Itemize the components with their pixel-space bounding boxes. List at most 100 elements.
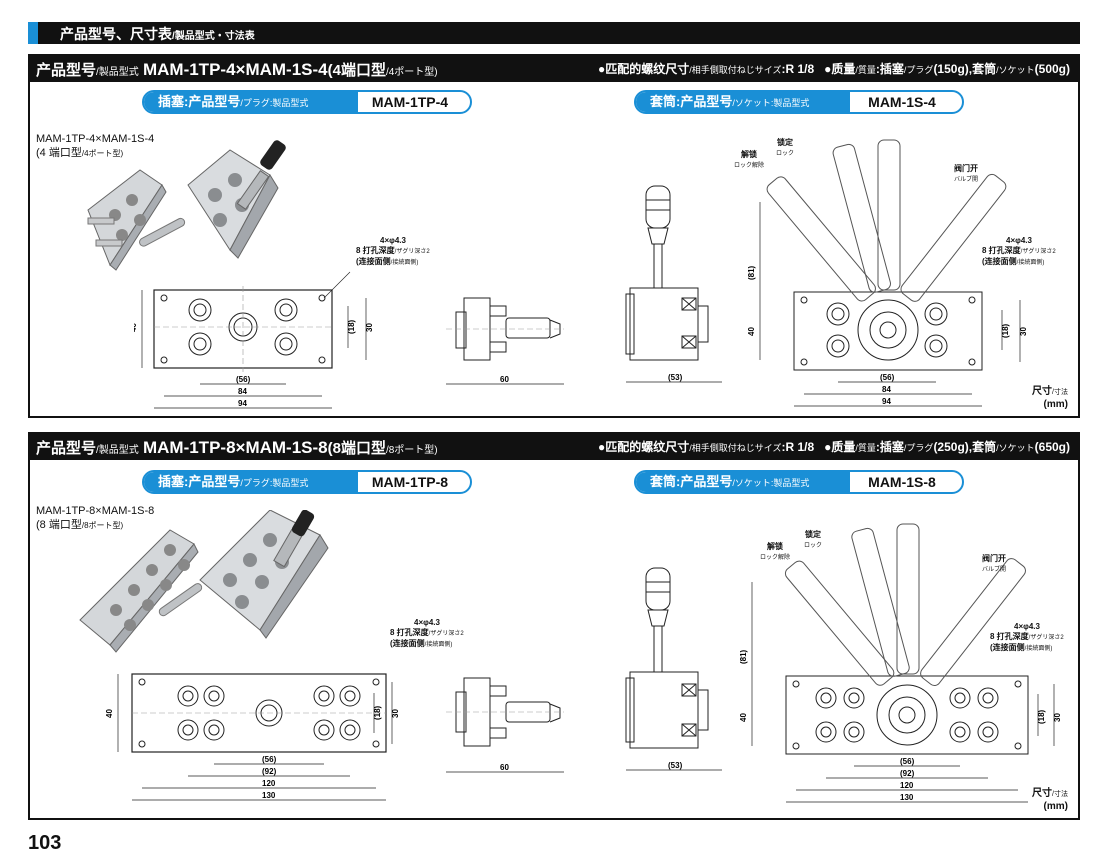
ports-cn: (4端口型 [327, 62, 386, 79]
socket-side-drawing: (53) [625, 185, 722, 383]
unit-cn: 尺寸 [1032, 386, 1053, 397]
photo-caption: MAM-1TP-8×MAM-1S-8 (8 端口型/8ポート型) [36, 504, 154, 533]
dim-92: (92) [262, 767, 277, 776]
dim-81: (81) [747, 265, 756, 280]
lever-open-label: 阀门开バルブ開 [982, 554, 1006, 575]
lever-lock-label: 锁定ロック [804, 530, 822, 551]
mass-socket-jp: /ソケット [996, 65, 1035, 75]
lever-lock-label: 锁定ロック [776, 138, 794, 159]
hole-note-socket-2-jp: /ザグリ深さ2 [1028, 635, 1064, 641]
model-name: MAM-1TP-8×MAM-1S-8 [142, 438, 328, 457]
title-jp: /製品型式 [96, 445, 139, 456]
dim-84-socket: 84 [882, 385, 891, 394]
hole-note-socket-3-jp: /接続面側) [1016, 260, 1045, 266]
dim-53: (53) [668, 761, 683, 770]
unit-mm: (mm) [1043, 399, 1068, 410]
mass-label-jp: /質量 [855, 443, 876, 453]
section-8-port: 产品型号/製品型式 MAM-1TP-8×MAM-1S-8(8端口型/8ポート型)… [28, 432, 1080, 820]
dim-120: 120 [262, 779, 276, 788]
dim-30-socket: 30 [1053, 713, 1060, 722]
hole-note-socket-2: 8 打孔深度 [982, 246, 1021, 255]
dim-30: 30 [365, 323, 374, 332]
dim-18: (18) [373, 705, 382, 720]
lock-cn: 锁定 [805, 530, 821, 539]
dim-30-socket: 30 [1019, 327, 1028, 336]
hole-note-2: 8 打孔深度 [390, 628, 429, 637]
socket-label-cn: 套筒:产品型号 [650, 94, 733, 109]
plug-label-cn: 插塞:产品型号 [158, 474, 241, 489]
socket-label: 套筒:产品型号/ソケット:製品型式 [636, 472, 850, 492]
page-number: 103 [28, 832, 62, 854]
socket-model-pill: 套筒:产品型号/ソケット:製品型式 MAM-1S-8 [634, 470, 964, 494]
plug-block-photo [79, 529, 203, 653]
socket-model: MAM-1S-4 [868, 94, 936, 110]
mass-plug: :插塞 [875, 440, 904, 454]
dim-40: 40 [106, 709, 114, 718]
open-cn: 阀门开 [982, 554, 1006, 563]
unlock-cn: 解锁 [767, 542, 783, 551]
mass-label: ●质量 [824, 440, 856, 454]
hole-note-socket-3: (连接面侧 [990, 643, 1025, 652]
ports-jp: /4ポート型) [385, 67, 438, 78]
hole-note-3-jp: /接続面側) [390, 260, 419, 266]
socket-front-drawing: (81) 40 (18) 30 (56) (92) 120 130 [739, 523, 1060, 803]
mass-label-jp: /質量 [855, 65, 876, 75]
plug-side-drawing: 60 [446, 677, 564, 773]
mass-socket-value: (650g) [1034, 440, 1070, 454]
open-jp: バルブ開 [982, 567, 1007, 573]
mass-socket: 套筒 [972, 440, 997, 454]
dim-130: 130 [262, 791, 276, 800]
hole-note-socket: 4×φ4.3 8 打孔深度/ザグリ深さ2 (连接面侧/接続面側) [982, 236, 1056, 268]
mass-plug-value: (250g), [933, 440, 973, 454]
hole-note-socket-3-jp: /接続面側) [1024, 646, 1053, 652]
dim-120-socket: 120 [900, 781, 914, 790]
plug-label: 插塞:产品型号/プラグ:製品型式 [144, 92, 358, 112]
lever-open-label: 阀门开バルブ開 [954, 164, 978, 185]
page-header-title: 产品型号、尺寸表/製品型式・寸法表 [60, 24, 255, 44]
section-specs: ●匹配的螺纹尺寸/相手側取付ねじサイズ:R 1/8 ●质量/質量:插塞/プラグ(… [598, 438, 1070, 455]
header-accent [28, 22, 38, 44]
lock-jp: ロック [804, 543, 823, 549]
ports-jp: /8ポート型) [385, 445, 438, 456]
plug-model: MAM-1TP-4 [371, 94, 449, 110]
dim-56: (56) [236, 375, 251, 384]
photo-caption-ports-jp: /8ポート型) [81, 521, 124, 530]
hole-note-1: 4×φ4.3 [414, 618, 440, 627]
plug-side-drawing: 60 [446, 297, 564, 385]
hole-note-socket: 4×φ4.3 8 打孔深度/ザグリ深さ2 (连接面侧/接続面側) [990, 622, 1064, 654]
title-cn: 产品型号 [36, 440, 97, 457]
hole-note-socket-2-jp: /ザグリ深さ2 [1020, 249, 1056, 255]
hole-note-3: (连接面侧 [390, 639, 425, 648]
dim-56: (56) [262, 755, 277, 764]
unit-cn: 尺寸 [1032, 788, 1053, 799]
photo-caption-model: MAM-1TP-8×MAM-1S-8 [36, 505, 155, 517]
dim-56-socket: (56) [880, 373, 895, 382]
unit-mm: (mm) [1043, 801, 1068, 812]
photo-caption-ports: (8 端口型 [36, 519, 82, 531]
section-header: 产品型号/製品型式 MAM-1TP-4×MAM-1S-4(4端口型/4ポート型)… [30, 56, 1078, 82]
hole-note-socket-3: (连接面侧 [982, 257, 1017, 266]
dim-18-socket: (18) [1001, 323, 1010, 338]
dim-84: 84 [238, 387, 247, 396]
plug-label-jp: /プラグ:製品型式 [240, 478, 309, 488]
dim-94: 94 [238, 399, 247, 408]
dim-92-socket: (92) [900, 769, 915, 778]
dim-40: 40 [134, 323, 138, 332]
dim-56-socket: (56) [900, 757, 915, 766]
title-jp: /製品型式 [96, 67, 139, 78]
hole-note-3: (连接面侧 [356, 257, 391, 266]
unit-label: 尺寸/寸法 (mm) [1032, 386, 1068, 411]
photo-caption-ports-jp: /4ポート型) [81, 149, 124, 158]
mass-socket-jp: /ソケット [996, 443, 1035, 453]
plug-front-drawing: 40 (18) 30 (56) 84 94 [134, 271, 374, 409]
thread-label-jp: /相手側取付ねじサイズ [689, 65, 782, 75]
hole-note-socket-1: 4×φ4.3 [1006, 236, 1032, 245]
plug-label-cn: 插塞:产品型号 [158, 94, 241, 109]
lever-unlock-label: 解锁ロック解除 [734, 150, 764, 171]
dim-60: 60 [500, 763, 509, 772]
dim-53: (53) [668, 373, 683, 382]
dim-60: 60 [500, 375, 509, 384]
dim-40-socket: 40 [739, 713, 748, 722]
photo-caption-model: MAM-1TP-4×MAM-1S-4 [36, 133, 155, 145]
page-title-jp: /製品型式・寸法表 [172, 31, 255, 42]
